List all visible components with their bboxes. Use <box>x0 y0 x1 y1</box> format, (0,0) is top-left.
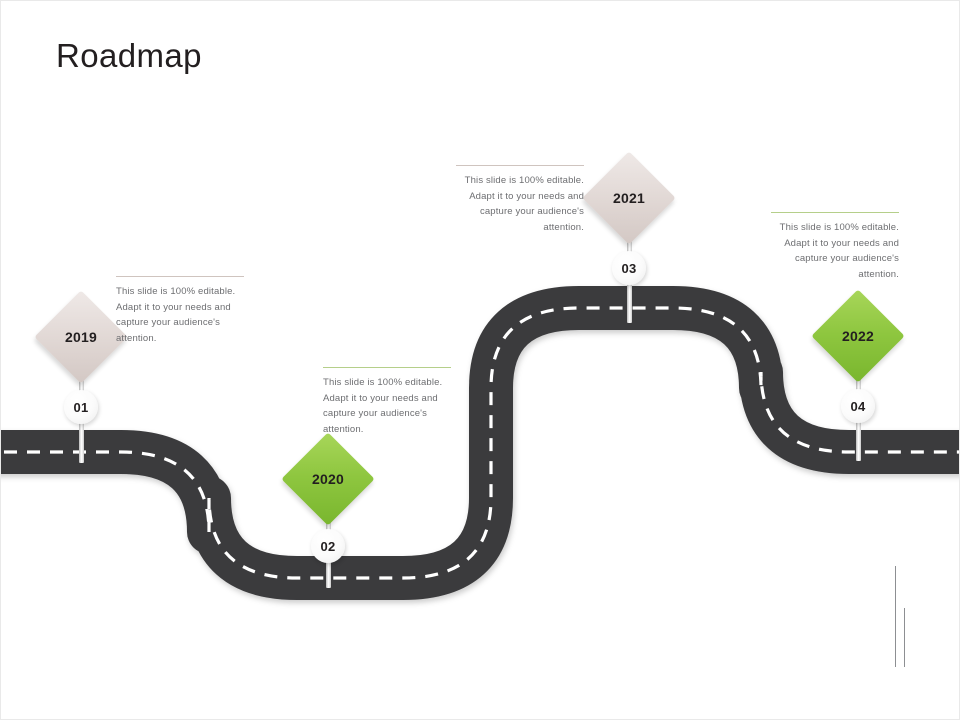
milestone-number-badge-3[interactable]: 03 <box>612 251 646 285</box>
milestone-number-badge-1[interactable]: 01 <box>64 390 98 424</box>
milestone-description-2: This slide is 100% editable. Adapt it to… <box>323 377 443 435</box>
milestone-rule-1 <box>116 276 244 277</box>
milestone-diamond-2019[interactable]: 2019 <box>34 290 128 384</box>
milestone-description-4: This slide is 100% editable. Adapt it to… <box>779 222 899 280</box>
milestone-rule-4 <box>771 212 899 213</box>
milestone-number-badge-4[interactable]: 04 <box>841 389 875 423</box>
page-title: Roadmap <box>56 37 202 74</box>
road-surface <box>1 286 959 600</box>
milestone-text-block-3: This slide is 100% editable. Adapt it to… <box>456 165 584 235</box>
milestone-text-block-4: This slide is 100% editable. Adapt it to… <box>771 212 899 282</box>
milestone-year-label-3: 2021 <box>613 190 645 206</box>
milestone-year-label-4: 2022 <box>842 328 874 344</box>
milestone-number-label-3: 03 <box>621 260 637 276</box>
milestone-number-label-2: 02 <box>320 538 336 554</box>
decorative-line-long <box>895 566 896 667</box>
milestone-rule-2 <box>323 367 451 368</box>
milestone-text-block-2: This slide is 100% editable. Adapt it to… <box>323 367 451 437</box>
milestone-diamond-2020[interactable]: 2020 <box>281 432 375 526</box>
milestone-description-3: This slide is 100% editable. Adapt it to… <box>464 175 584 233</box>
milestone-description-1: This slide is 100% editable. Adapt it to… <box>116 286 236 344</box>
road-center-dashes <box>1 306 959 580</box>
milestone-year-label-1: 2019 <box>65 329 97 345</box>
decorative-line-short <box>904 608 905 667</box>
milestone-number-badge-2[interactable]: 02 <box>311 529 345 563</box>
milestone-number-label-1: 01 <box>73 399 89 415</box>
milestone-year-label-2: 2020 <box>312 471 344 487</box>
milestone-rule-3 <box>456 165 584 166</box>
milestone-diamond-2021[interactable]: 2021 <box>582 151 676 245</box>
milestone-number-label-4: 04 <box>850 398 866 414</box>
milestone-text-block-1: This slide is 100% editable. Adapt it to… <box>116 276 244 346</box>
milestone-diamond-2022[interactable]: 2022 <box>811 289 905 383</box>
